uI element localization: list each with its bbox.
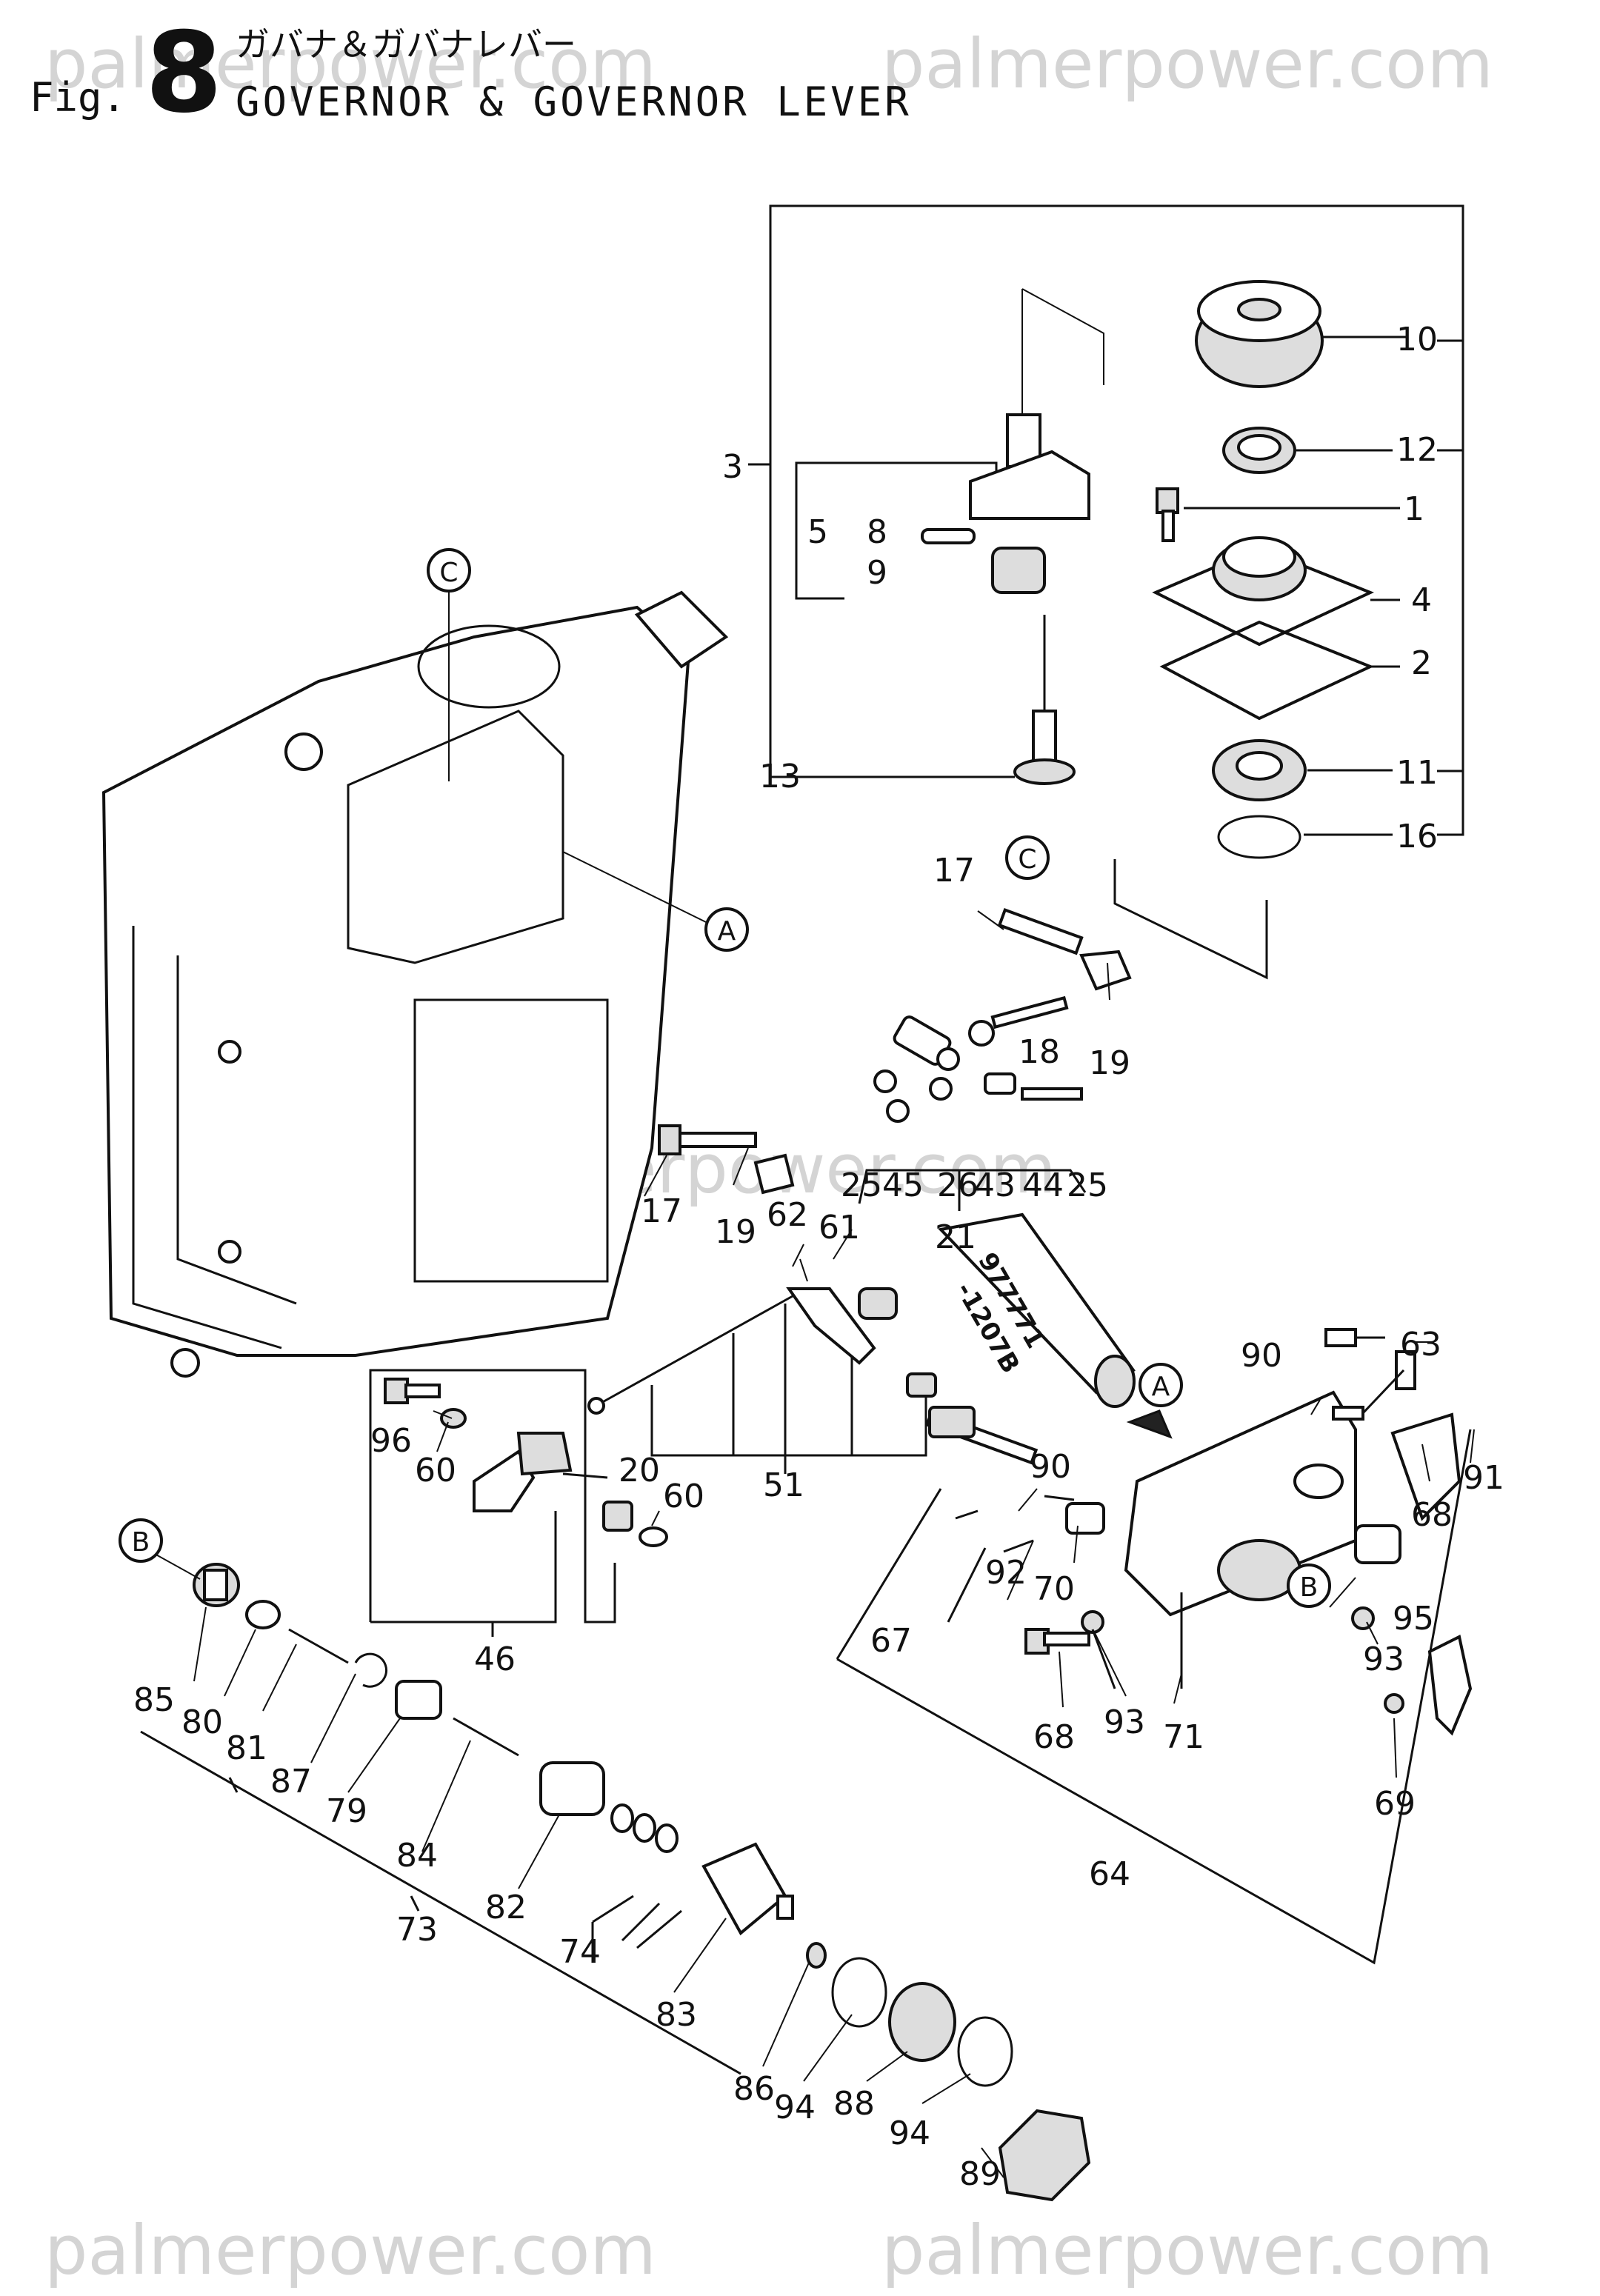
svg-text:A: A	[1152, 1372, 1170, 1402]
part-label-96: 96	[370, 1422, 412, 1460]
part-label-51: 51	[763, 1466, 804, 1504]
part-label-16: 16	[1396, 818, 1438, 855]
part-label-82: 82	[485, 1889, 527, 1926]
title-japanese: ガバナ＆ガバナレバー	[236, 24, 576, 64]
ref-marker-c-top: C	[427, 548, 471, 781]
part-labels: 10 12 1 4 2 11 16 3 5 8 9 13 17 18 19 17…	[133, 321, 1504, 2193]
stop-lever-bracket	[369, 1369, 668, 1637]
part-label-17-top: 17	[933, 852, 975, 890]
title-english: GOVERNOR & GOVERNOR LEVER	[236, 79, 912, 125]
figure-prefix: Fig.	[30, 74, 126, 121]
ref-marker-a-right: A	[1139, 1363, 1183, 1407]
part-label-19-left: 19	[715, 1213, 756, 1251]
part-label-81: 81	[226, 1729, 267, 1767]
part-label-94-right: 94	[889, 2115, 930, 2152]
svg-text:C: C	[1018, 844, 1036, 875]
part-label-80: 80	[181, 1703, 223, 1741]
part-label-20: 20	[619, 1452, 660, 1489]
part-label-74: 74	[559, 1933, 601, 1971]
part-label-8: 8	[867, 513, 887, 551]
governor-lever-assembly	[587, 1287, 937, 1474]
part-label-68-right: 68	[1411, 1496, 1453, 1534]
governor-cover-bracket	[836, 1328, 1473, 1965]
part-label-62: 62	[767, 1196, 808, 1234]
leader-lines	[146, 910, 1475, 2178]
ref-marker-a-left: A	[562, 851, 749, 952]
lever-hardware	[658, 907, 1132, 1211]
part-label-90-top: 90	[1241, 1337, 1282, 1375]
part-label-60-right: 60	[663, 1478, 704, 1515]
part-label-86: 86	[733, 2070, 775, 2108]
part-label-69: 69	[1374, 1785, 1416, 1823]
part-label-95: 95	[1393, 1600, 1434, 1638]
part-label-2: 2	[1411, 644, 1432, 682]
part-label-43: 43	[974, 1167, 1016, 1204]
part-label-63: 63	[1400, 1326, 1441, 1364]
part-label-64: 64	[1089, 1855, 1130, 1893]
part-label-83: 83	[656, 1996, 697, 2034]
part-label-94-left: 94	[774, 2089, 816, 2126]
part-label-17-left: 17	[641, 1192, 682, 1230]
part-label-68-bottom: 68	[1033, 1718, 1075, 1756]
part-label-85: 85	[133, 1681, 175, 1719]
part-label-84: 84	[396, 1837, 438, 1875]
part-label-67: 67	[870, 1622, 912, 1660]
part-label-73: 73	[396, 1911, 438, 1949]
part-label-88: 88	[833, 2085, 875, 2123]
ball-bearing	[1212, 739, 1393, 801]
gasket	[1159, 620, 1400, 721]
svg-text:A: A	[718, 916, 736, 947]
ref-marker-b-left: B	[119, 1518, 163, 1563]
governor-weight-holder	[819, 288, 1104, 785]
governor-spring-assembly	[140, 1563, 1091, 2202]
part-label-46: 46	[474, 1641, 516, 1678]
watermark-bottom-right: palmerpower.com	[881, 2211, 1493, 2290]
part-label-9: 9	[867, 554, 887, 592]
part-label-4: 4	[1411, 581, 1432, 619]
ref-marker-b-right: B	[1287, 1564, 1331, 1608]
watermark-top-left: palmerpower.com	[44, 24, 656, 104]
svg-text:B: B	[1300, 1572, 1319, 1603]
watermark-bottom-left: palmerpower.com	[44, 2211, 656, 2290]
part-label-87: 87	[270, 1763, 312, 1801]
part-label-71: 71	[1163, 1718, 1204, 1756]
part-label-5: 5	[807, 513, 828, 551]
part-label-1: 1	[1404, 490, 1424, 528]
engine-block	[101, 590, 729, 1378]
part-label-25: 25	[1067, 1167, 1108, 1204]
part-label-13: 13	[759, 758, 801, 795]
part-label-91: 91	[1463, 1459, 1504, 1497]
part-label-89: 89	[959, 2155, 1001, 2193]
figure-number: 8	[145, 9, 222, 138]
ref-marker-c-bottom: C	[1005, 835, 1050, 880]
circlip	[1217, 815, 1393, 859]
part-label-70: 70	[1033, 1570, 1075, 1608]
part-label-93-right: 93	[1363, 1641, 1404, 1678]
part-label-10: 10	[1396, 321, 1438, 358]
part-label-3: 3	[722, 448, 743, 486]
svg-text:C: C	[439, 558, 458, 588]
part-label-93-bottom: 93	[1104, 1703, 1145, 1741]
watermark-top-right: palmerpower.com	[881, 24, 1493, 104]
part-label-26: 26	[937, 1167, 979, 1204]
part-label-11: 11	[1396, 754, 1438, 792]
part-label-18: 18	[1019, 1033, 1060, 1071]
part-label-12: 12	[1396, 431, 1438, 469]
governor-gear	[1195, 280, 1407, 388]
part-label-21: 21	[935, 1218, 976, 1256]
part-label-44: 44	[1022, 1167, 1064, 1204]
bolt-1	[1156, 487, 1400, 542]
part-label-79: 79	[326, 1792, 367, 1830]
svg-text:B: B	[132, 1527, 150, 1558]
part-label-60-left: 60	[415, 1452, 456, 1489]
part-label-61: 61	[819, 1209, 860, 1247]
part-label-90-mid: 90	[1030, 1448, 1071, 1486]
part-label-92: 92	[985, 1554, 1027, 1592]
governor-housing	[1152, 536, 1400, 647]
part-label-19-top: 19	[1089, 1044, 1130, 1082]
part-label-2545: 2545	[841, 1167, 924, 1204]
oil-seal	[1222, 427, 1393, 474]
